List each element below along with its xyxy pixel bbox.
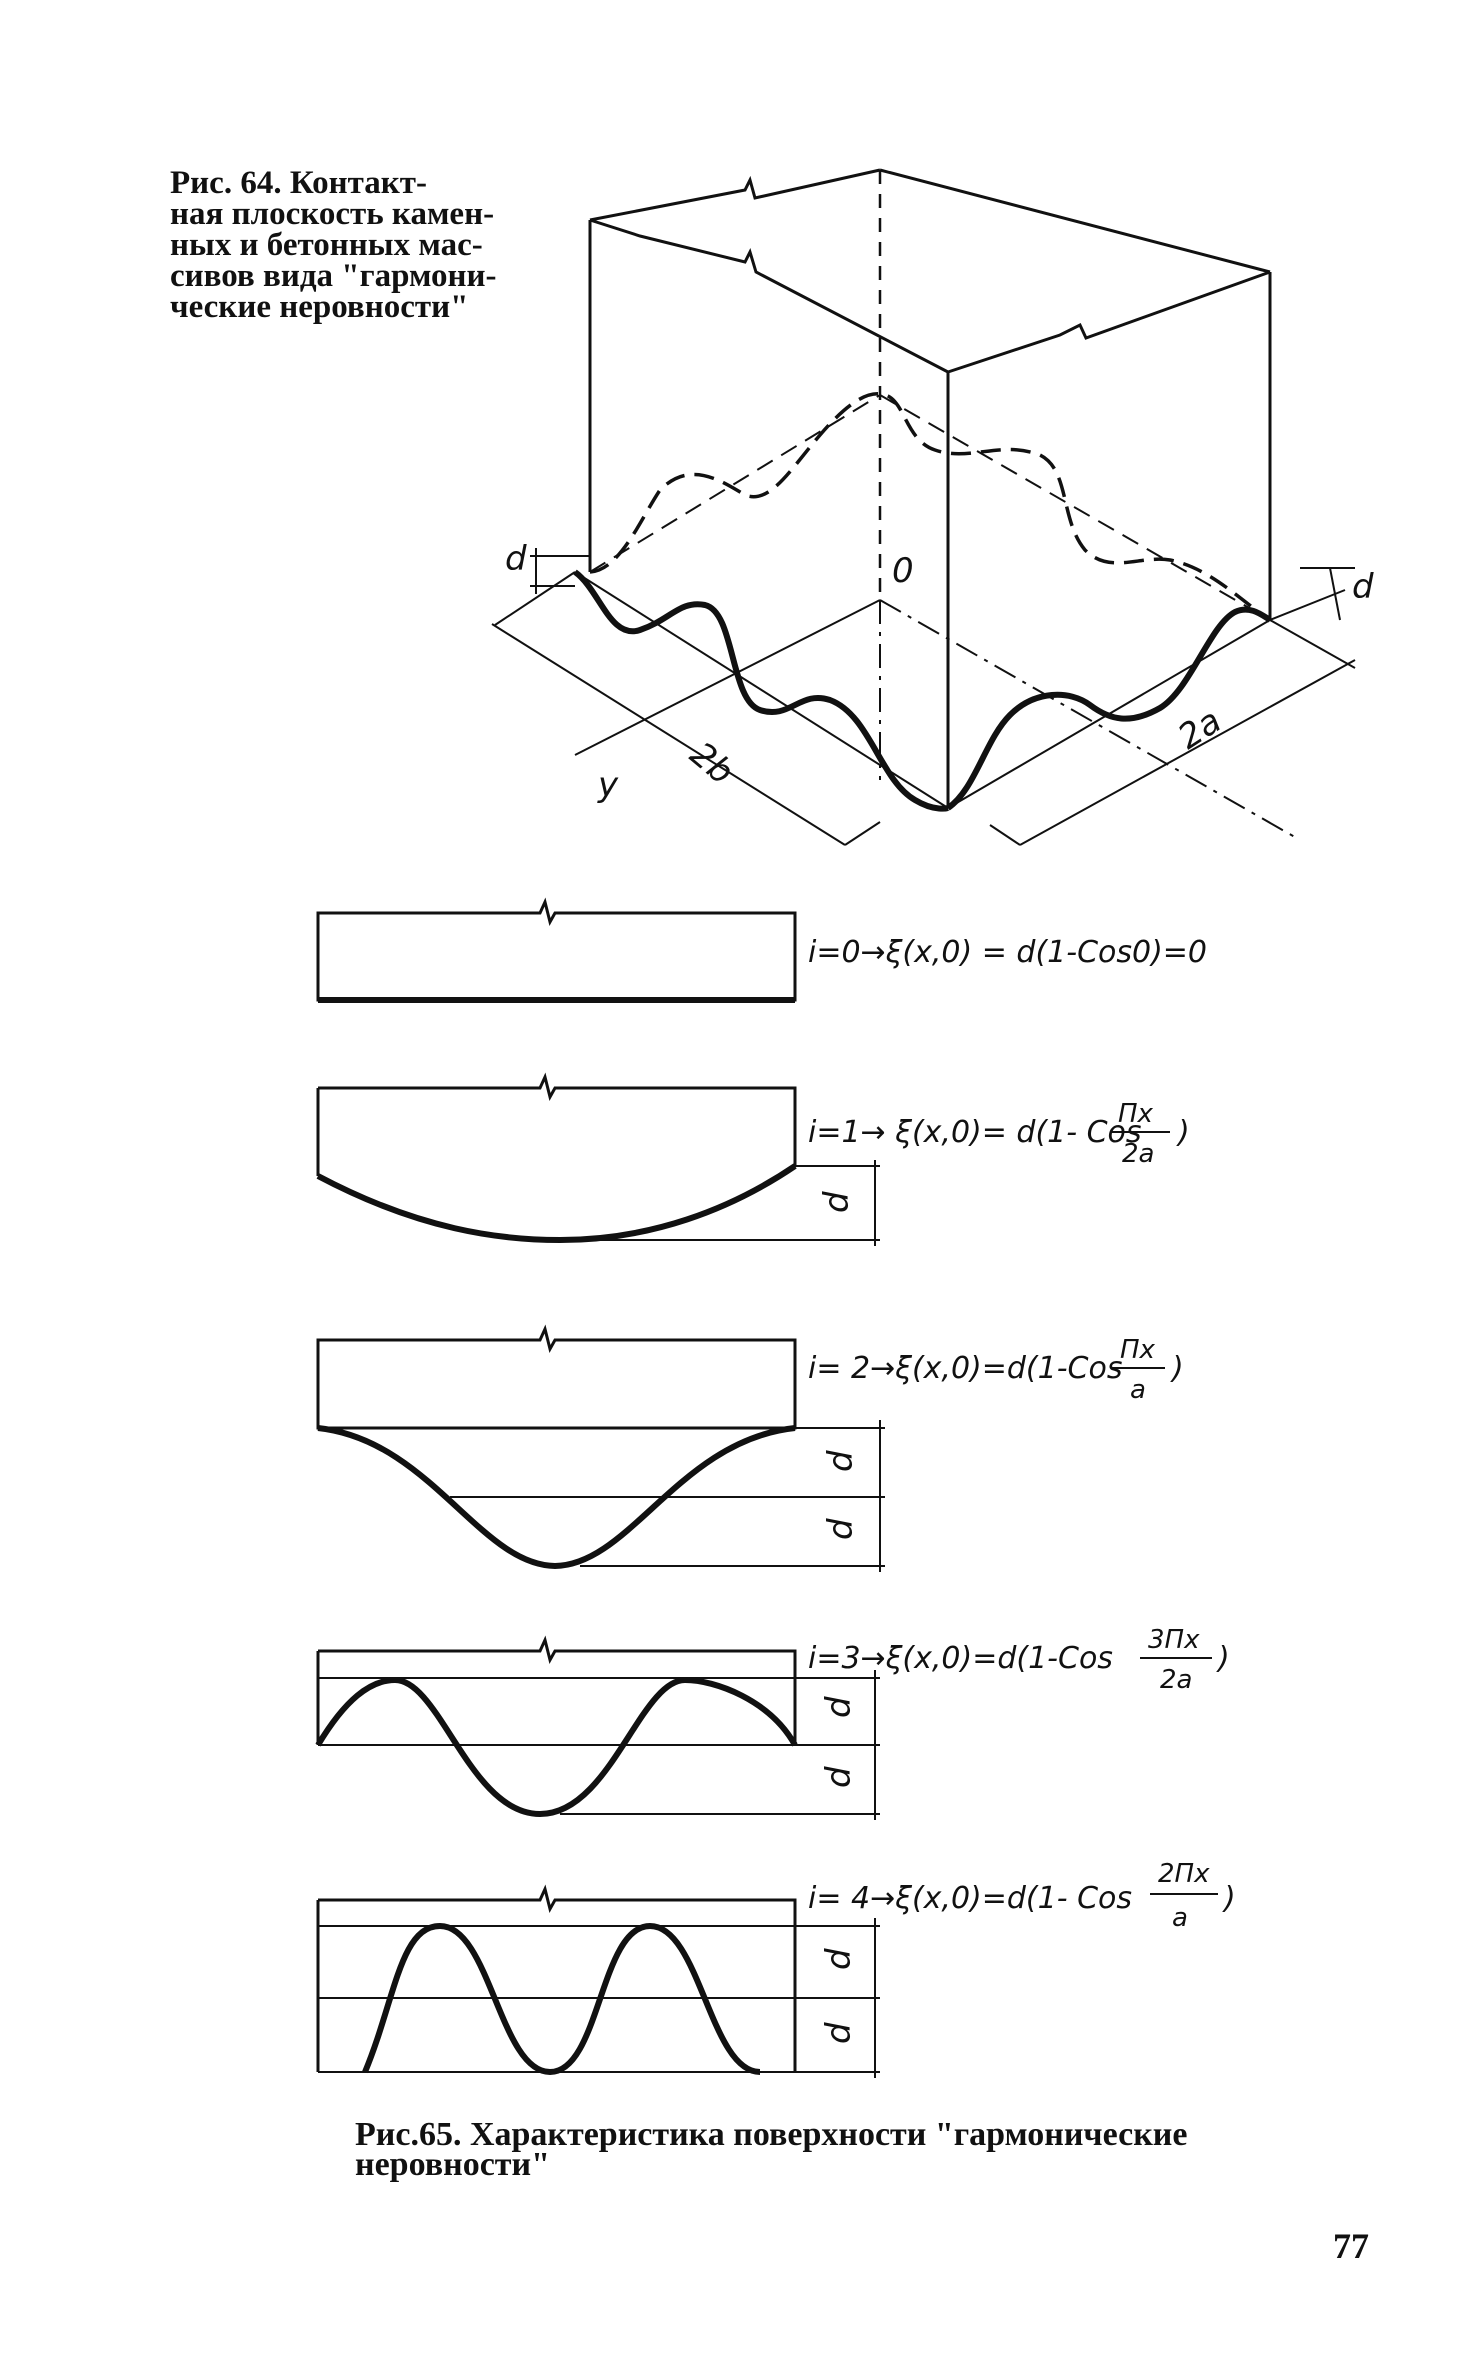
label-d-right: d bbox=[1352, 567, 1374, 607]
caption-line: ческие неровности" bbox=[170, 289, 469, 325]
caption-line: Рис. 64. Контакт- bbox=[170, 165, 427, 201]
formula-i2: i= 2→ξ(x,0)=d(1-Cos bbox=[808, 1351, 1122, 1386]
figure-65-caption: Рис.65. Характеристика поверхности "гарм… bbox=[355, 2116, 1255, 2183]
d-label: d bbox=[817, 1191, 857, 1213]
formula-i1-denominator: 2a bbox=[1122, 1139, 1154, 1169]
d-label: d bbox=[819, 1696, 859, 1718]
caption-line: Рис.65. Характеристика поверхности "гарм… bbox=[355, 2116, 1188, 2153]
label-2b: 2b bbox=[682, 734, 741, 792]
formula-i2-numerator: Πx bbox=[1120, 1335, 1156, 1365]
formula-i3-close: ) bbox=[1216, 1641, 1230, 1676]
label-d-left: d bbox=[505, 539, 527, 579]
figure-64-caption: Рис. 64. Контакт- ная плоскость камен- н… bbox=[170, 165, 530, 325]
page-number: 77 bbox=[1333, 2226, 1369, 2266]
figure-65-formulas: i=0→ξ(x,0) = d(1-Cos0)=0 i=1→ ξ(x,0)= d(… bbox=[808, 935, 1236, 1933]
formula-i2-denominator: a bbox=[1130, 1375, 1146, 1405]
label-2a: 2a bbox=[1171, 701, 1228, 758]
figure-64-block bbox=[491, 168, 1356, 846]
figure-65-profiles bbox=[315, 897, 885, 2078]
formula-i4-numerator: 2Πx bbox=[1158, 1859, 1210, 1889]
caption-line: ная плоскость камен- bbox=[170, 196, 495, 232]
d-label: d bbox=[819, 2022, 859, 2044]
formula-i1-numerator: Πx bbox=[1118, 1099, 1154, 1129]
figure-65-d-labels: d d d d d d d bbox=[817, 1191, 861, 2044]
d-label: d bbox=[821, 1518, 861, 1540]
label-y-axis: y bbox=[597, 765, 619, 805]
formula-i2-close: ) bbox=[1170, 1351, 1184, 1386]
caption-line: ных и бетонных мас- bbox=[170, 227, 483, 263]
formula-i3: i=3→ξ(x,0)=d(1-Cos bbox=[808, 1641, 1113, 1676]
formula-i1: i=1→ ξ(x,0)= d(1- Cos bbox=[808, 1115, 1142, 1150]
label-origin: 0 bbox=[892, 551, 914, 591]
formula-i3-denominator: 2a bbox=[1160, 1665, 1192, 1695]
d-label: d bbox=[819, 1948, 859, 1970]
formula-i3-numerator: 3Πx bbox=[1148, 1625, 1200, 1655]
formula-i4-denominator: a bbox=[1172, 1903, 1188, 1933]
caption-line: неровности" bbox=[355, 2146, 550, 2183]
d-label: d bbox=[819, 1766, 859, 1788]
caption-line: сивов вида "гармони- bbox=[170, 258, 497, 294]
formula-i0: i=0→ξ(x,0) = d(1-Cos0)=0 bbox=[808, 935, 1207, 970]
d-label: d bbox=[821, 1450, 861, 1472]
formula-i1-close: ) bbox=[1176, 1115, 1190, 1150]
formula-i4-close: ) bbox=[1222, 1881, 1236, 1916]
formula-i4: i= 4→ξ(x,0)=d(1- Cos bbox=[808, 1881, 1132, 1916]
